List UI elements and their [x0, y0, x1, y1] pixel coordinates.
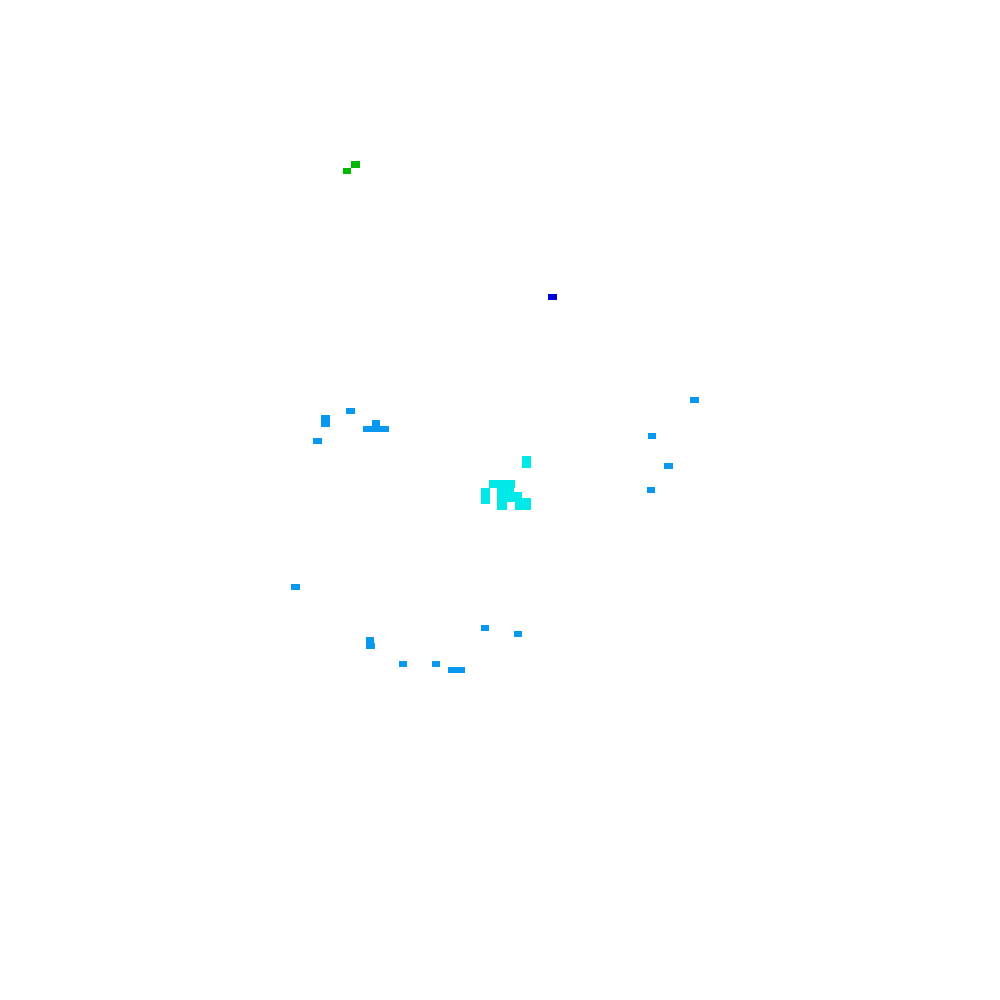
pixel-block — [548, 294, 557, 300]
pixel-block — [351, 161, 360, 168]
pixel-block — [481, 625, 489, 631]
pixel-block — [489, 480, 515, 488]
pixel-block — [522, 456, 531, 468]
pixel-block — [291, 584, 300, 590]
pixel-block — [448, 667, 465, 673]
pixel-block — [313, 438, 322, 444]
pixel-block — [690, 397, 699, 403]
pixel-block — [372, 420, 380, 426]
pixel-block — [366, 643, 375, 649]
pixel-block — [505, 492, 522, 502]
pixel-block — [321, 415, 330, 427]
pixel-block — [515, 498, 531, 510]
pixel-block — [481, 488, 490, 504]
pixel-block — [343, 168, 351, 174]
pixel-block — [363, 426, 389, 432]
pixel-block — [647, 487, 655, 493]
pixel-block — [664, 463, 673, 469]
pixel-block — [346, 408, 355, 414]
pixel-block — [366, 637, 374, 643]
pixel-block — [399, 661, 407, 667]
pixel-block — [432, 661, 440, 667]
pixel-block — [514, 631, 522, 637]
pixel-block — [497, 498, 507, 510]
pixel-block — [648, 433, 656, 439]
